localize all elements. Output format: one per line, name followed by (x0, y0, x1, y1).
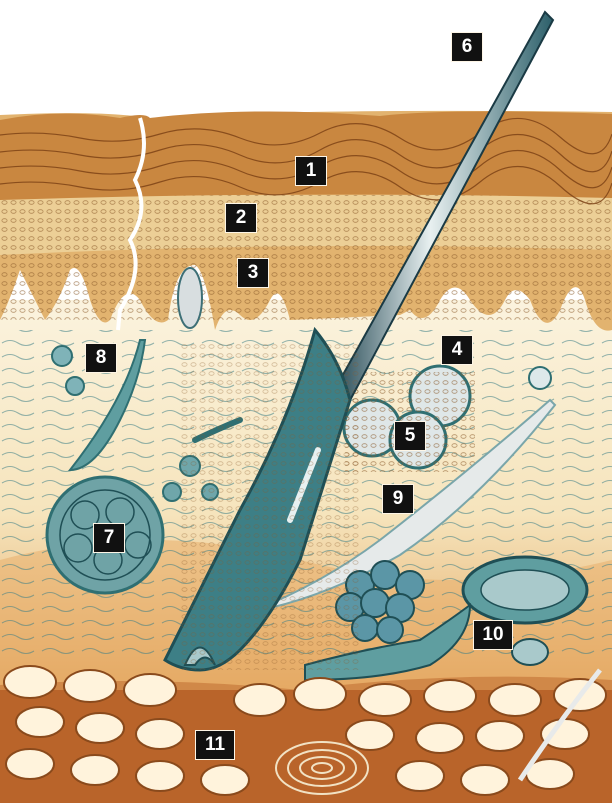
label-8: 8 (86, 344, 116, 372)
label-11: 11 (196, 731, 234, 759)
dermal-papilla (178, 268, 202, 328)
label-2: 2 (226, 204, 256, 232)
label-6: 6 (452, 33, 482, 61)
label-7: 7 (94, 524, 124, 552)
label-3: 3 (238, 259, 268, 287)
label-1: 1 (296, 157, 326, 185)
label-4: 4 (442, 336, 472, 364)
stratum-corneum (0, 111, 612, 200)
label-10: 10 (474, 621, 512, 649)
vessel-cross-section (52, 346, 72, 366)
label-9: 9 (383, 485, 413, 513)
label-5: 5 (395, 422, 425, 450)
